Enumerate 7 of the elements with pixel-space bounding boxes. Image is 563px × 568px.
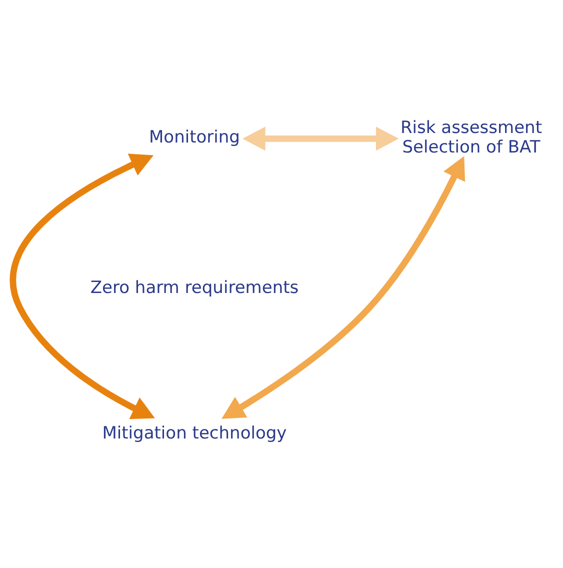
- node-text: Risk assessment Selection of BAT: [400, 118, 542, 157]
- arrow: [222, 156, 466, 418]
- arrow: [242, 126, 399, 150]
- node-text: Mitigation technology: [102, 423, 287, 444]
- node-text: Monitoring: [149, 127, 240, 148]
- label: Zero harm requirements: [90, 277, 299, 298]
- arrow: [10, 153, 155, 419]
